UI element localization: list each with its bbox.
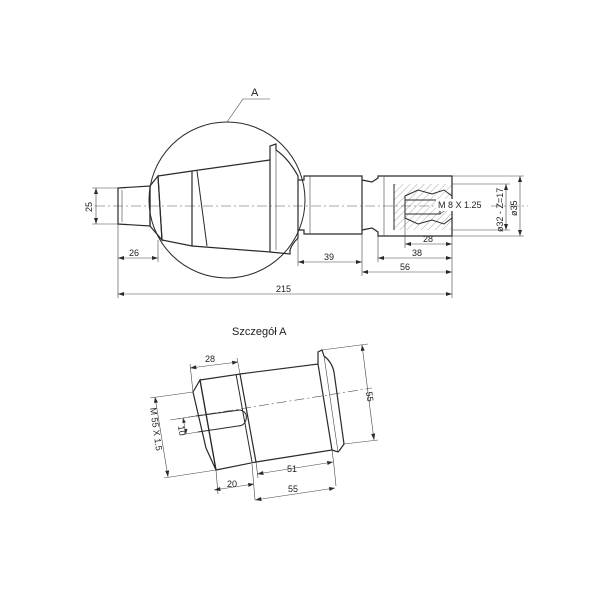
detail-label: A	[251, 87, 259, 99]
detail-front-ring	[199, 373, 257, 471]
dim-line	[213, 483, 255, 491]
dim-56: 56	[400, 262, 410, 272]
arrow	[94, 218, 98, 224]
detail-dim-28: 28	[205, 354, 215, 364]
ext-line	[331, 449, 335, 467]
arrow	[504, 224, 508, 230]
dim-28: 28	[423, 234, 433, 244]
arrow	[446, 242, 452, 246]
detail-leader	[226, 98, 244, 123]
detail-ring-edge	[235, 373, 253, 463]
detail-dim-55h: 55	[288, 484, 298, 494]
arrow	[504, 184, 508, 190]
detail-title: Szczegół A	[232, 326, 287, 338]
arrow	[154, 397, 158, 403]
ext-line	[343, 439, 379, 445]
detail-body	[239, 363, 333, 463]
detail-dim-51: 51	[287, 464, 297, 474]
arrow	[362, 270, 368, 274]
dim-line	[189, 361, 239, 369]
middle-shaft	[298, 175, 363, 235]
detail-slot	[195, 409, 247, 433]
ext-line	[333, 465, 337, 487]
ext-line	[177, 415, 197, 420]
arrow	[371, 433, 376, 440]
arrow	[184, 428, 188, 434]
arrow	[518, 176, 522, 182]
detail-dim-55v: 55	[364, 391, 375, 402]
detail-nose	[192, 378, 217, 471]
arrow	[248, 483, 254, 487]
arrow	[518, 230, 522, 236]
arrow	[257, 471, 264, 475]
detail-circle	[148, 121, 306, 279]
body-cylinder	[191, 159, 271, 253]
ext-line	[321, 343, 369, 351]
arrow	[405, 242, 411, 246]
body-ring	[196, 170, 208, 247]
arrow	[446, 292, 452, 296]
detail-view: Szczegół A 28 55	[148, 326, 379, 501]
ext-line	[149, 391, 194, 399]
arrow	[329, 487, 335, 491]
dim-215: 215	[276, 284, 291, 294]
arrow	[255, 497, 262, 501]
arrow	[360, 345, 365, 351]
bore-cut	[404, 189, 453, 225]
ext-line	[251, 463, 256, 501]
arrow	[446, 256, 452, 260]
body-front	[157, 170, 193, 247]
arrow	[118, 292, 124, 296]
ext-line	[163, 469, 217, 479]
arrow	[298, 260, 304, 264]
dim-line	[154, 396, 169, 478]
arrow	[327, 461, 333, 465]
dim-line	[254, 487, 336, 501]
detail-dim-20: 20	[227, 479, 237, 489]
arrow	[94, 188, 98, 194]
flange	[269, 143, 299, 255]
arrow	[232, 360, 238, 365]
ext-line	[236, 357, 241, 375]
ext-line	[179, 431, 199, 436]
main-view: A 25	[84, 87, 528, 298]
dim-39: 39	[324, 252, 334, 262]
detail-thread: M 55 X 1.5	[148, 407, 164, 451]
dim-25: 25	[84, 202, 94, 212]
arrow	[152, 256, 158, 260]
arrow	[446, 270, 452, 274]
detail-dim-10: 10	[176, 425, 187, 436]
dim-line	[361, 344, 375, 441]
dim-dia32: ø32 - Z=17	[495, 188, 505, 232]
arrow	[190, 365, 197, 370]
detail-center-line	[169, 387, 373, 421]
dim-line	[256, 461, 334, 475]
arrow	[165, 470, 170, 477]
arrow	[118, 256, 124, 260]
dim-dia35: ø35	[509, 200, 519, 216]
detail-flange-edge	[323, 355, 339, 453]
section-hatch	[394, 184, 452, 230]
ext-line	[255, 461, 259, 479]
detail-flange	[317, 349, 345, 453]
ext-line	[189, 363, 194, 393]
thread-m8: M 8 X 1.25	[438, 200, 482, 210]
arrow	[378, 256, 384, 260]
arrow	[356, 260, 362, 264]
dim-26: 26	[129, 248, 139, 258]
thread-label-bg	[436, 199, 490, 211]
dim-38: 38	[412, 248, 422, 258]
arrow	[182, 418, 186, 423]
arrow	[214, 487, 221, 491]
